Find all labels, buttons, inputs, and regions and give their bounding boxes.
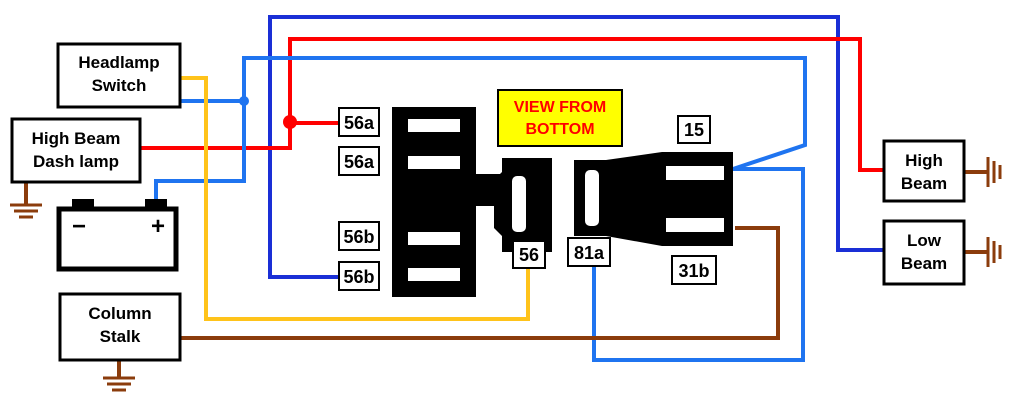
dash-lamp-label-1: High Beam [32,129,121,148]
pin-slot [585,170,599,226]
low-beam-label-1: Low [907,231,942,250]
terminal-15: 15 [677,115,711,144]
terminal-56a-lower: 56a [338,146,380,176]
battery-minus-icon: − [72,213,86,240]
battery: − + [56,199,179,272]
connector-left-half [392,107,552,297]
headlamp-switch-label-1: Headlamp [78,53,159,72]
column-stalk: Column Stalk [58,292,182,362]
ground-icon [103,376,135,392]
terminal-31b: 31b [671,255,717,285]
terminal-81a: 81a [567,237,611,267]
ground-icon [10,203,42,219]
low-beam-label-2: Beam [901,254,947,273]
svg-text:56a: 56a [344,152,375,172]
svg-text:15: 15 [684,120,704,140]
svg-text:56: 56 [519,245,539,265]
wire-battery-feed [154,56,807,200]
pin-slot [512,176,526,232]
ground-icon [986,157,1002,187]
column-stalk-label-1: Column [88,304,151,323]
terminal-56a-upper: 56a [338,107,380,137]
wire-81a-loop [592,167,805,362]
low-beam: Low Beam [882,219,966,286]
terminal-56b-lower: 56b [338,261,380,291]
headlamp-switch-label-2: Switch [92,76,147,95]
view-label-line-2: BOTTOM [525,121,594,138]
terminal-56: 56 [512,240,546,269]
high-beam: High Beam [882,139,966,203]
pin-slot [408,119,460,132]
pin-slot [408,232,460,245]
high-beam-label-2: Beam [901,174,947,193]
pin-slot [666,218,724,232]
wire-switch-56 [180,76,530,321]
wire-low-beam [268,15,884,279]
svg-text:56a: 56a [344,113,375,133]
high-beam-dash-lamp: High Beam Dash lamp [10,117,142,184]
view-from-bottom-label: VIEW FROM BOTTOM [497,89,623,147]
pin-slot [408,156,460,169]
svg-text:56b: 56b [343,227,374,247]
dash-lamp-label-2: Dash lamp [33,152,119,171]
svg-text:56b: 56b [343,267,374,287]
battery-plus-icon: + [151,213,165,240]
headlamp-switch: Headlamp Switch [56,42,182,109]
wire-stalk-31b [180,226,780,340]
svg-text:81a: 81a [574,243,605,263]
connector-right-half [574,152,733,246]
wire-high-beam [140,37,884,172]
column-stalk-label-2: Stalk [100,327,141,346]
pin-slot [408,268,460,281]
high-beam-label-1: High [905,151,943,170]
terminal-56b-upper: 56b [338,221,380,251]
ground-icon [986,237,1002,267]
view-label-line-1: VIEW FROM [514,99,606,116]
pin-slot [666,166,724,180]
svg-text:31b: 31b [678,261,709,281]
red-junction-dot [283,115,297,129]
blue-junction-dot [239,96,249,106]
